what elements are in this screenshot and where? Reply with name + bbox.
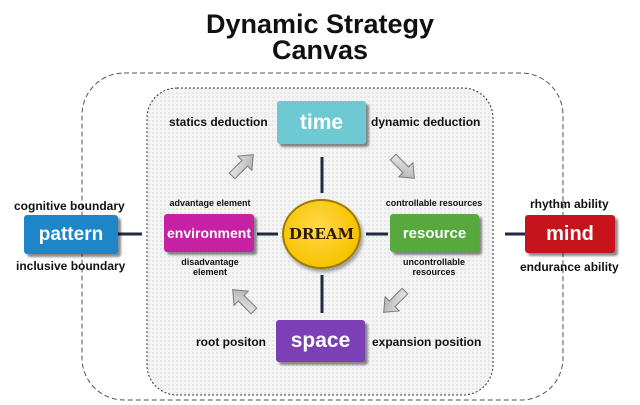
advantage-element-label: advantage element [169,198,251,208]
environment-box: environment [164,214,254,252]
disadvantage-element-label: disadvantage element [181,257,239,277]
mind-box: mind [525,215,615,253]
arrow-down-right-icon [383,287,409,313]
dream-circle: DREAM [282,199,361,269]
space-label: space [290,329,351,352]
dynamic-deduction-label: dynamic deduction [371,115,481,129]
diagram-title-line2: Canvas [271,35,369,65]
resource-box: resource [390,214,479,252]
dream-label: DREAM [288,225,355,243]
inclusive-boundary-label: inclusive boundary [16,259,126,273]
time-label: time [299,110,344,134]
cognitive-boundary-label: cognitive boundary [14,199,125,213]
controllable-resources-label: controllable resources [385,198,483,208]
diagram-title-line1: Dynamic Strategy [205,9,435,39]
arrow-down-right-icon [389,153,415,179]
expansion-position-label: expansion position [372,335,482,349]
pattern-label: pattern [38,223,104,245]
mind-label: mind [546,222,594,245]
connector-lines [118,157,526,313]
arrow-up-right-icon [228,154,254,180]
root-position-label: root positon [196,335,266,349]
resource-label: resource [402,224,467,242]
space-box: space [276,320,365,362]
time-box: time [277,101,366,144]
uncontrollable-resources-label: uncontrollable resources [402,257,465,277]
rhythm-ability-label: rhythm ability [530,197,609,211]
environment-label: environment [166,225,251,241]
statics-deduction-label: statics deduction [169,115,268,129]
arrow-up-left-icon [232,289,258,315]
endurance-ability-label: endurance ability [520,260,619,274]
pattern-box: pattern [24,215,118,254]
